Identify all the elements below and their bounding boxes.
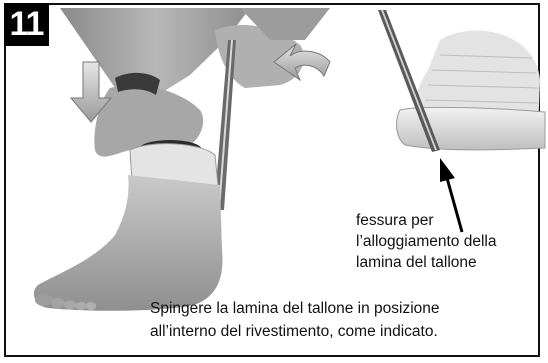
curved-arrow-icon <box>273 43 331 82</box>
down-arrow-icon <box>69 61 113 123</box>
right-arm <box>240 8 330 40</box>
caption-line-1: Spingere la lamina del tallone in posizi… <box>150 300 440 317</box>
pointer-arrow-icon <box>440 158 464 233</box>
callout-line-3: lamina del tallone <box>356 254 477 271</box>
left-hand <box>94 85 204 157</box>
caption-line-2: all’interno del rivestimento, come indic… <box>150 323 438 340</box>
instruction-caption: Spingere la lamina del tallone in posizi… <box>150 297 440 343</box>
slot-callout: fessura per l’alloggiamento della lamina… <box>356 210 531 273</box>
forearm <box>60 8 250 100</box>
callout-line-2: l’alloggiamento della <box>356 233 497 250</box>
callout-line-1: fessura per <box>356 212 434 229</box>
right-hand <box>215 25 304 88</box>
foot-shell <box>33 175 223 311</box>
wristband <box>115 72 160 95</box>
step-number-badge: 11 <box>4 3 49 46</box>
